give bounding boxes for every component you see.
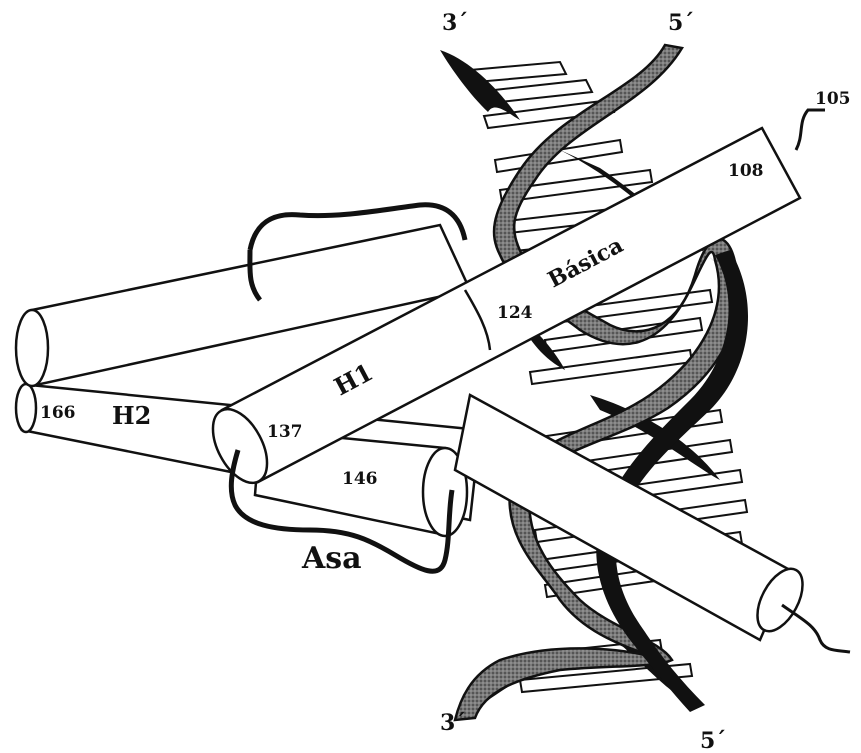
residue-label-146: 146 [342, 469, 378, 489]
loop-label: Asa [301, 541, 362, 576]
dna-end-label-top-left: 3´ [442, 10, 468, 36]
residue-label-137: 137 [267, 422, 303, 442]
n-terminal-tail [796, 110, 825, 150]
residue-label-124: 124 [497, 303, 533, 323]
dna-double-helix [440, 45, 748, 720]
dna-end-label-bottom-right: 5´ [700, 728, 726, 753]
residue-label-166: 166 [40, 403, 76, 423]
residue-label-108: 108 [728, 161, 764, 181]
dna-end-label-top-right: 5´ [668, 10, 694, 36]
c-terminal-tail [782, 605, 850, 652]
helix-label-h2: H2 [112, 401, 151, 430]
residue-label-105: 105 [815, 89, 851, 109]
dna-end-label-bottom-left: 3´ [440, 710, 466, 736]
